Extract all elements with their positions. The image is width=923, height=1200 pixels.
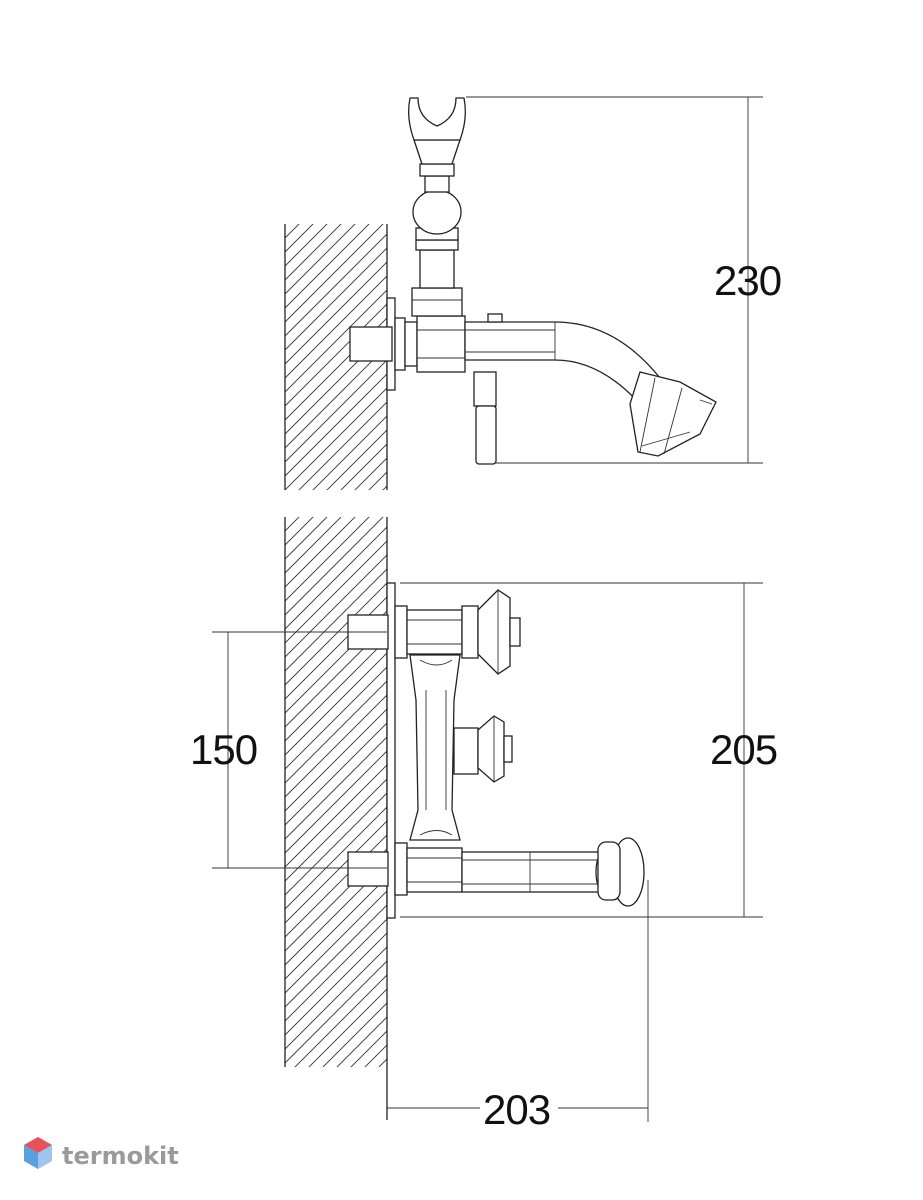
hatch-line (285, 820, 387, 924)
hatch-line (285, 224, 286, 225)
hatch-line (382, 485, 387, 490)
hatch-line (354, 457, 387, 490)
hatch-line (285, 568, 387, 672)
hatch-line (285, 694, 387, 798)
hatch-line (285, 918, 387, 1022)
hatch-line (285, 1087, 387, 1189)
hatch-line (336, 1016, 387, 1067)
hatch-line (285, 224, 342, 281)
hatch-line (285, 517, 328, 560)
hatch-line (285, 1157, 387, 1200)
hatch-line (285, 517, 314, 546)
hatch-line (285, 233, 387, 337)
mixer-plan-view (347, 582, 645, 919)
hatch-line (298, 401, 387, 490)
hatch-line (285, 750, 387, 854)
hatch-line (285, 736, 387, 840)
hatch-line (285, 1129, 387, 1200)
hatch-line (340, 443, 387, 490)
hatch-line (285, 778, 387, 882)
hatch-line (285, 554, 387, 658)
hatch-line (378, 1058, 387, 1067)
hatch-line (285, 247, 387, 351)
hatch-line (285, 1101, 387, 1200)
hatch-line (285, 904, 387, 1008)
dimension-205 (400, 582, 763, 918)
hexagon-cube-icon (24, 1137, 52, 1169)
hatch-line (294, 974, 387, 1067)
dimension-230 (466, 96, 763, 464)
hatch-line (285, 792, 387, 896)
hatch-line (285, 517, 342, 574)
hatch-line (285, 680, 387, 784)
hatch-line (285, 387, 387, 490)
hatch-line (285, 224, 384, 323)
hatch-line (285, 890, 387, 994)
logo-text: termokit (62, 1142, 179, 1170)
hatch-line (285, 517, 384, 616)
hatch-line (308, 988, 387, 1067)
hatch-line (368, 471, 387, 490)
hatch-line (285, 540, 387, 644)
dimension-label-150: 150 (190, 726, 257, 773)
hatch-line (285, 303, 387, 407)
hatch-line (285, 275, 387, 379)
dimension-150 (212, 631, 387, 869)
hatch-line (312, 415, 387, 490)
hatch-line (285, 596, 387, 700)
hatch-line (322, 1002, 387, 1067)
wall-section-top (284, 224, 388, 602)
hatch-line (364, 1044, 387, 1067)
hatch-line (285, 224, 356, 295)
hatch-line (285, 517, 370, 602)
hatch-line (285, 876, 387, 980)
hatch-line (285, 359, 387, 463)
wall-section-bottom (284, 517, 388, 1200)
hatch-line (285, 764, 387, 868)
hatch-line (350, 1030, 387, 1067)
hatch-line (285, 1143, 387, 1200)
hatch-line (285, 582, 387, 686)
termokit-logo: termokit (24, 1137, 179, 1170)
hatch-line (285, 261, 387, 365)
hatch-line (285, 224, 314, 253)
hatch-line (285, 666, 387, 770)
hatch-line (285, 1115, 387, 1200)
hatch-line (285, 517, 300, 532)
dimension-label-230: 230 (714, 257, 781, 304)
hatch-line (285, 224, 328, 267)
hatch-line (285, 289, 387, 393)
hatch-line (285, 932, 387, 1036)
hatch-line (285, 224, 300, 239)
mixer-side-view (349, 97, 717, 465)
hatch-line (285, 708, 387, 812)
hatch-line (285, 517, 356, 588)
hatch-line (285, 526, 387, 630)
hatch-line (326, 429, 387, 490)
hatch-line (285, 500, 387, 602)
hatch-line (285, 1073, 387, 1175)
hatch-line (285, 345, 387, 449)
hatch-line (285, 960, 387, 1064)
hatch-line (285, 517, 286, 518)
hatch-line (285, 652, 387, 756)
hatch-line (285, 224, 370, 309)
dimension-label-203: 203 (483, 1086, 550, 1133)
hatch-line (285, 806, 387, 910)
hatch-line (285, 722, 387, 826)
hatch-line (285, 373, 387, 477)
hatch-line (285, 946, 387, 1050)
hatch-line (285, 638, 387, 742)
dimension-label-205: 205 (710, 726, 777, 773)
